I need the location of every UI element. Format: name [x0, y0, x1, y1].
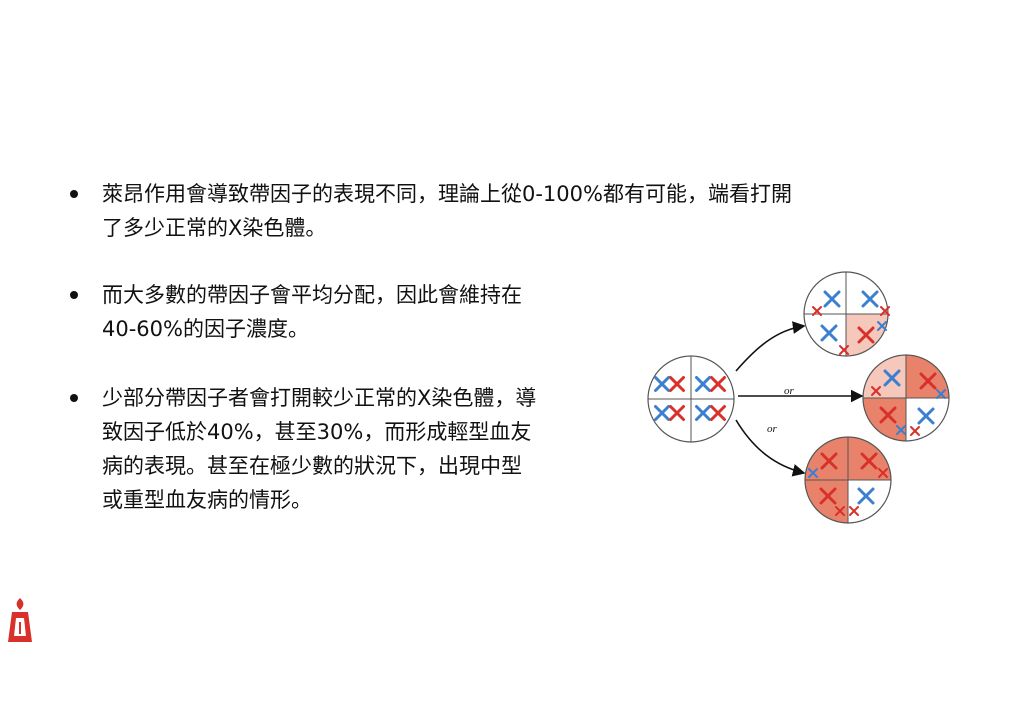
- arrow-top: [735, 321, 806, 372]
- bullet-text-line: 少部分帶因子者會打開較少正常的X染色體，導: [102, 386, 537, 410]
- x-stroke: [857, 487, 875, 505]
- x-stroke: [880, 306, 890, 316]
- x-chromosome: [839, 345, 849, 355]
- arrow-bottom: [735, 419, 806, 477]
- bullet-text-line: 了多少正常的X染色體。: [102, 216, 327, 240]
- x-stroke: [857, 326, 875, 344]
- x-stroke: [860, 452, 878, 470]
- x-chromosome: [919, 372, 937, 390]
- x-chromosome: [936, 389, 946, 399]
- x-stroke: [823, 290, 841, 308]
- x-stroke: [710, 405, 726, 421]
- x-chromosome: [883, 369, 901, 387]
- x-chromosome: [820, 324, 838, 342]
- x-stroke: [669, 405, 685, 421]
- x-chromosome: [654, 405, 670, 421]
- x-stroke: [808, 468, 818, 478]
- x-chromosome: [879, 406, 897, 424]
- x-stroke: [839, 345, 849, 355]
- x-chromosome: [710, 376, 726, 392]
- bullet-text-line: 病的表現。甚至在極少數的狀況下，出現中型: [102, 454, 522, 478]
- cell-quadrant-shading: [906, 355, 949, 398]
- x-stroke: [879, 406, 897, 424]
- x-stroke: [936, 389, 946, 399]
- x-chromosome: [710, 405, 726, 421]
- x-chromosome: [857, 487, 875, 505]
- x-stroke: [835, 506, 845, 516]
- hemophilia-society-logo-icon: [8, 598, 32, 642]
- x-chromosome: [808, 468, 818, 478]
- x-stroke: [861, 290, 879, 308]
- x-stroke: [917, 407, 935, 425]
- bullet-dot: [70, 190, 78, 198]
- x-chromosome: [861, 290, 879, 308]
- x-chromosome: [910, 426, 920, 436]
- bullet-average-carriers: 而大多數的帶因子會平均分配，因此會維持在 40-60%的因子濃度。: [70, 278, 640, 346]
- x-chromosome: [669, 376, 685, 392]
- x-stroke: [695, 405, 711, 421]
- x-stroke: [919, 372, 937, 390]
- x-chromosome: [857, 326, 875, 344]
- x-chromosome: [695, 376, 711, 392]
- x-stroke: [883, 369, 901, 387]
- x-stroke: [654, 376, 670, 392]
- x-chromosome: [812, 306, 822, 316]
- x-chromosome: [878, 468, 888, 478]
- x-stroke: [878, 468, 888, 478]
- x-chromosome: [695, 405, 711, 421]
- x-chromosome: [877, 321, 887, 331]
- x-stroke: [654, 405, 670, 421]
- x-stroke: [820, 452, 838, 470]
- bullet-text-line: 40-60%的因子濃度。: [102, 317, 309, 341]
- x-stroke: [871, 386, 881, 396]
- x-chromosome: [820, 452, 838, 470]
- x-stroke: [695, 376, 711, 392]
- bullet-low-factor-carriers: 少部分帶因子者會打開較少正常的X染色體，導 致因子低於40%，甚至30%，而形成…: [70, 381, 640, 517]
- x-chromosome: [654, 376, 670, 392]
- x-stroke: [849, 506, 859, 516]
- x-chromosome: [871, 386, 881, 396]
- x-chromosome: [860, 452, 878, 470]
- bullet-text-line: 或重型血友病的情形。: [102, 488, 312, 512]
- x-stroke: [910, 426, 920, 436]
- x-chromosome: [849, 506, 859, 516]
- x-stroke: [812, 306, 822, 316]
- x-stroke: [877, 321, 887, 331]
- bullet-text-line: 而大多數的帶因子會平均分配，因此會維持在: [102, 283, 522, 307]
- x-stroke: [669, 376, 685, 392]
- bullet-lyonization: 萊昂作用會導致帶因子的表現不同，理論上從0-100%都有可能，端看打開 了多少正…: [70, 177, 950, 245]
- x-chromosome: [896, 425, 906, 435]
- x-inactivation-diagram: or or: [647, 271, 950, 524]
- bullet-text-line: 萊昂作用會導致帶因子的表現不同，理論上從0-100%都有可能，端看打開: [102, 182, 792, 206]
- x-chromosome: [819, 487, 837, 505]
- cell-quadrant-shading: [863, 355, 906, 398]
- bullet-text-line: 致因子低於40%，甚至30%，而形成輕型血友: [102, 420, 532, 444]
- cell-quadrant-shading: [805, 480, 848, 523]
- x-chromosome: [917, 407, 935, 425]
- bullet-dot: [70, 291, 78, 299]
- x-chromosome: [669, 405, 685, 421]
- arrow-label-or: or: [784, 385, 795, 397]
- bullet-dot: [70, 394, 78, 402]
- x-chromosome: [823, 290, 841, 308]
- x-stroke: [820, 324, 838, 342]
- arrow-label-or: or: [767, 423, 778, 435]
- x-stroke: [819, 487, 837, 505]
- x-chromosome: [880, 306, 890, 316]
- x-stroke: [896, 425, 906, 435]
- x-stroke: [710, 376, 726, 392]
- x-chromosome: [835, 506, 845, 516]
